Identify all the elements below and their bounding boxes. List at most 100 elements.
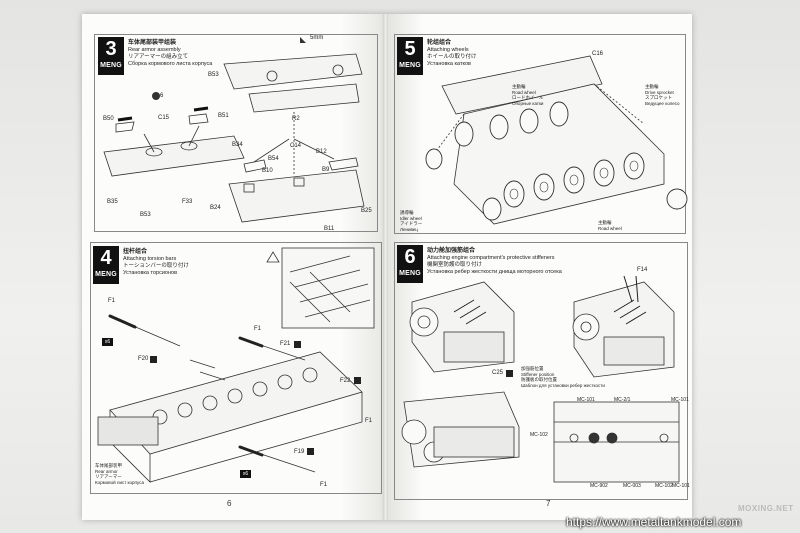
step5-callout-2: 主動輪 Drive sprocket スプロケット Ведущее колесо [645,84,680,106]
step5-title: 轮组组合 Attaching wheels ホイールの取り付け Установк… [427,40,477,68]
step3-label-16: B11 [324,226,335,232]
step4-title-cn: 扭杆组合 [123,249,148,255]
watermark: MOXING.NET [738,504,794,513]
step5-callout-3-ru: Ленивец [400,226,418,232]
step5-label-1: C16 [592,51,604,57]
page-number-right: 7 [546,499,551,508]
step6-callout-cn: 加强筋位置 [521,366,544,371]
step3-label-17: B25 [361,208,372,214]
step5-title-cn: 轮组组合 [427,40,452,46]
step5-callout-2-jp: スプロケット [645,95,672,100]
step3-drawing [103,37,365,223]
step4-qty-1: x6 [102,338,113,346]
step6-label-3: MC-101 [577,397,595,403]
step4-panel [90,242,382,494]
step6-label-7: MC-902 [590,483,608,489]
step5-title-ru: Установка катков [427,61,471,67]
step5-callout-1-cn: 主動輪 [512,84,526,89]
source-url: https://www.metaltankmodel.com [566,515,742,529]
step5-number: 5 [404,38,416,60]
step6-label-5: MC-101 [671,397,689,403]
step6-drawing [401,275,680,483]
step3-label-12: B35 [107,199,118,205]
step6-title-jp: 機関室防護の取り付け [427,262,483,268]
step4-number: 4 [100,247,112,269]
step5-callout-2-ru: Ведущее колесо [645,100,680,106]
step4-title-jp: トーションバーの取り付け [123,263,189,269]
step4-note-cn: 车体尾部装甲 [95,463,122,468]
step5-callout-4-en: Road wheel [598,225,622,231]
step6-number: 6 [404,246,416,268]
step4-label-5: F22 [340,378,351,384]
step5-callout-3-cn: 誘導輪 [400,210,414,215]
step5-title-en: Attaching wheels [427,47,469,53]
step6-title-en: Attaching engine compartment's protectiv… [427,255,555,261]
step6-logo: MENG [399,270,421,277]
step4-note-en: Rear armor [95,468,118,474]
step5-callout-2-cn: 主動輪 [645,84,659,89]
step4-sym-3 [354,377,361,384]
step4-label-8: F1 [320,482,328,488]
step3-label-9: B54 [268,156,279,162]
step6-title: 动力舱加强筋组合 Attaching engine compartment's … [427,248,562,276]
step3-label-5: R2 [292,116,300,122]
step5-callout-1-ru: Опорные катки [512,100,544,106]
step4-note-jp: リアアーマー [95,474,122,479]
step4-title-ru: Установка торсионов [123,270,177,276]
step5-callout-1-en: Road wheel [512,89,536,95]
step6-title-ru: Установка ребер жесткости днища моторног… [427,269,562,275]
step4-label-3: F1 [254,326,262,332]
step5-callout-2-en: Drive sprocket [645,89,674,95]
step5-logo: MENG [399,62,421,69]
step3-label-15: B24 [210,205,221,211]
step6-badge: 6 MENG [397,245,423,283]
step3-label-18: 6 [160,93,164,99]
step4-label-2: F20 [138,356,149,362]
step4-label-1: F1 [108,298,116,304]
step6-sym-1 [506,370,513,377]
step3-label-7: C14 [290,143,302,149]
step3-title-en: Rear armor assembly [128,47,181,53]
step5-callout-4-cn: 主動輪 [598,220,612,225]
step3-label-14: B53 [140,212,151,218]
step4-note: 车体尾部装甲 Rear armor リアアーマー Кормовой лист к… [95,463,144,485]
step3-label-6: B34 [232,142,243,148]
step5-title-jp: ホイールの取り付け [427,54,477,60]
step4-title-en: Attaching torsion bars [123,256,177,262]
step5-panel [394,34,686,234]
step3-label-2: B50 [103,116,114,122]
step3-label-8: B12 [316,149,327,155]
step3-label-1: B53 [208,72,219,78]
step4-label-7: F19 [294,449,305,455]
step6-label-10: MC-101 [672,483,690,489]
step5-callout-1-jp: ロードホイール [512,95,544,100]
book-spine [383,14,388,520]
step6-title-cn: 动力舱加强筋组合 [427,248,476,254]
step3-badge: 3 MENG [98,37,124,75]
step3-label-13: F33 [182,199,193,205]
step4-title: 扭杆组合 Attaching torsion bars トーションバーの取り付け… [123,249,189,277]
step4-label-6: F1 [365,418,373,424]
step3-label-11: B10 [262,168,273,174]
step3-panel [94,34,378,232]
step4-drawing [97,247,375,483]
step6-label-4: MC-2/1 [614,397,631,403]
step3-title: 车体尾部装甲组装 Rear armor assembly リアアーマーの組み立て… [128,40,212,68]
step3-title-jp: リアアーマーの組み立て [128,54,189,60]
step6-panel [394,242,688,500]
step6-callout-jp: 防護板の取付位置 [521,377,557,382]
page-number-left: 6 [227,499,232,508]
step5-callout-4: 主動輪 Road wheel [598,220,622,231]
step6-label-1: F14 [637,267,648,273]
step4-badge: 4 MENG [93,246,119,284]
step6-callout-en: Stiffener position [521,371,555,377]
step5-callout-1: 主動輪 Road wheel ロードホイール Опорные катки [512,84,544,106]
step3-logo: MENG [100,62,122,69]
step5-callout-3: 誘導輪 Idler wheel アイドラー Ленивец [400,210,422,232]
step4-qty-2: x6 [240,470,251,478]
step3-number: 3 [105,38,117,60]
step3-label-4: B51 [218,113,229,119]
step4-logo: MENG [95,271,117,278]
step6-callout: 加强筋位置 Stiffener position 防護板の取付位置 Шаблон… [521,366,605,388]
step4-sym-4 [307,448,314,455]
